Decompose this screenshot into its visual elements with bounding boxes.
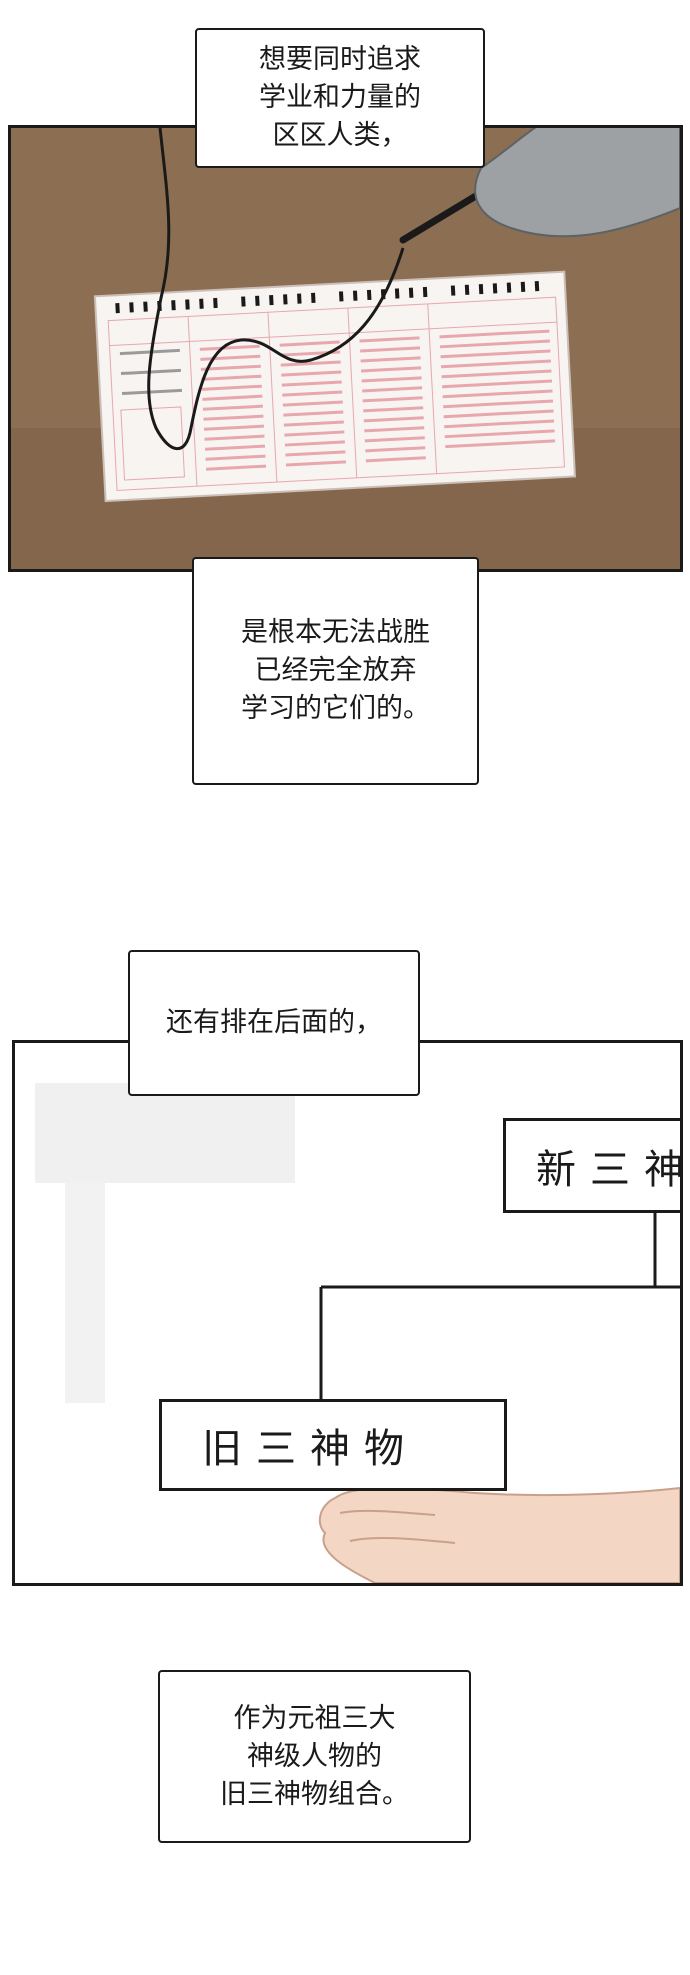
sign-new-three-gods: 新三神 — [503, 1118, 683, 1213]
sign-text: 新三神 — [536, 1146, 683, 1193]
sign-old-three-gods: 旧三神物 — [159, 1399, 507, 1491]
caption-bubble-middle: 是根本无法战胜 已经完全放弃 学习的它们的。 — [192, 557, 479, 785]
caption-text: 还有排在后面的， — [166, 1007, 382, 1038]
caption-text: 是根本无法战胜 已经完全放弃 学习的它们的。 — [241, 617, 430, 724]
sign-text: 旧三神物 — [202, 1426, 418, 1472]
caption-bubble-top: 想要同时追求 学业和力量的 区区人类， — [195, 28, 485, 168]
caption-bubble-bottom: 作为元祖三大 神级人物的 旧三神物组合。 — [158, 1670, 471, 1843]
panel-answer-sheet — [8, 125, 683, 572]
answer-sheet-illustration — [11, 128, 680, 569]
caption-text: 想要同时追求 学业和力量的 区区人类， — [259, 44, 421, 151]
caption-text: 作为元祖三大 神级人物的 旧三神物组合。 — [220, 1702, 409, 1810]
signs-illustration — [15, 1043, 680, 1583]
caption-bubble-panel2: 还有排在后面的， — [128, 950, 420, 1096]
panel-three-gods: 新三神 旧三神物 — [12, 1040, 683, 1586]
